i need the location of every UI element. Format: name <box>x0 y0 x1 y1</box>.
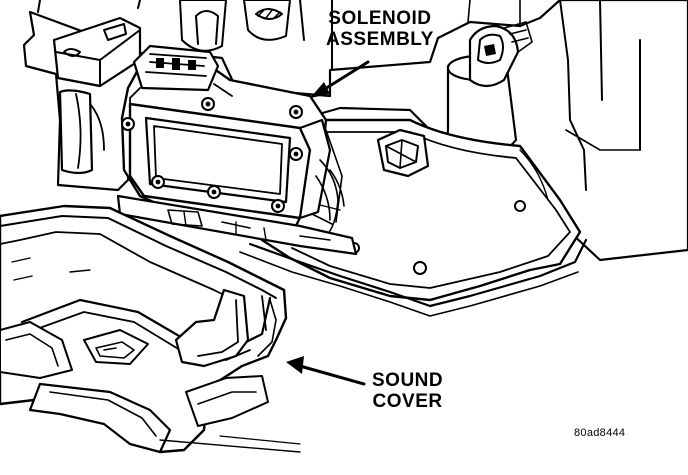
sound-cover-leader-line <box>298 364 366 386</box>
callout-arrows <box>286 60 370 386</box>
solenoid-assembly <box>116 44 358 256</box>
sound-cover <box>0 204 301 454</box>
solenoid-leader-line <box>318 60 370 94</box>
solenoid-label-line1: SOLENOID <box>328 8 432 29</box>
sound-cover-label-line2: COVER <box>372 390 443 412</box>
sound-cover-arrowhead <box>286 356 304 374</box>
solenoid-arrowhead <box>310 82 330 98</box>
solenoid-assembly-label: SOLENOID ASSEMBLY <box>326 8 434 50</box>
sound-cover-label: SOUND COVER <box>372 370 444 412</box>
sound-cover-label-line1: SOUND <box>372 370 444 391</box>
oil-pan <box>239 118 588 317</box>
figure-id: 80ad8444 <box>574 427 626 439</box>
solenoid-label-line2: ASSEMBLY <box>326 28 434 50</box>
